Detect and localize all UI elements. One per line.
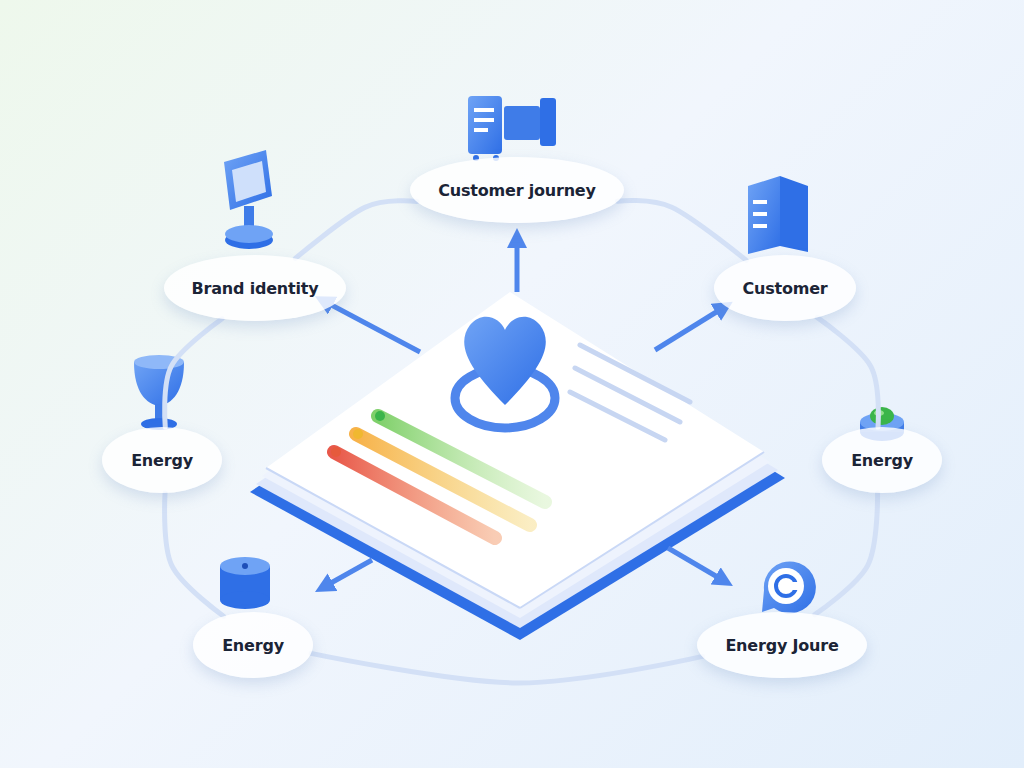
ring-connector <box>815 493 878 615</box>
kiosk-icon <box>468 96 556 161</box>
ring-connector <box>165 493 224 616</box>
heart-badge <box>455 317 555 428</box>
monitor-icon <box>224 150 273 249</box>
ring-node: Brand identity <box>164 255 347 321</box>
document-stack <box>250 292 785 640</box>
node-label: Energy <box>851 451 913 470</box>
node-label: Energy <box>131 451 193 470</box>
node-label: Brand identity <box>192 279 319 298</box>
ring-node: Energy <box>822 427 942 493</box>
node-label: Energy <box>222 636 284 655</box>
node-label: Customer journey <box>438 181 596 200</box>
cylinder-icon <box>220 557 270 609</box>
pointer-arrows <box>322 236 726 588</box>
ring-connector <box>617 200 746 260</box>
circle-c-icon <box>762 561 816 613</box>
node-label: Customer <box>742 279 827 298</box>
cup-icon <box>134 355 184 430</box>
ring-connector <box>817 317 878 427</box>
text-lines <box>570 345 690 440</box>
book-icon <box>748 176 808 254</box>
ring-connector <box>165 319 222 427</box>
ring-node: Customer <box>714 255 855 321</box>
ring-node: Energy <box>193 612 313 678</box>
ring-node: Customer journey <box>410 157 624 223</box>
ring-connector <box>311 653 703 683</box>
node-label: Energy Joure <box>725 636 838 655</box>
ring-node: Energy Joure <box>697 612 866 678</box>
ring-connector <box>295 201 416 259</box>
ring-node: Energy <box>102 427 222 493</box>
